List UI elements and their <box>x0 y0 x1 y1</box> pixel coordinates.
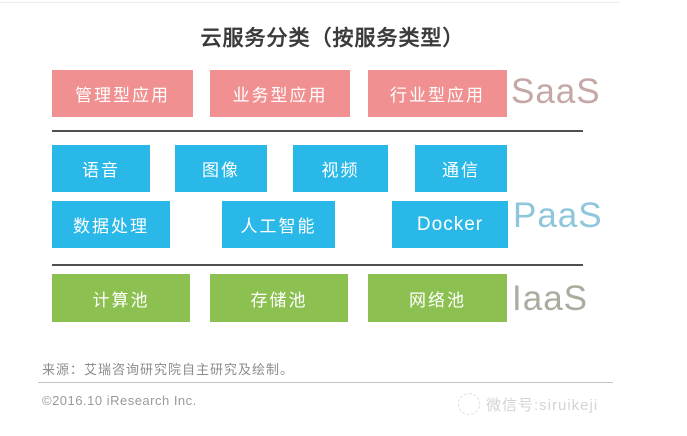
iaas-box-storage-pool: 存储池 <box>210 274 348 322</box>
saas-box-industry-apps: 行业型应用 <box>368 70 507 117</box>
paas-box-communication: 通信 <box>415 145 507 192</box>
wechat-watermark-text: 微信号:siruikeji <box>486 396 599 414</box>
iaas-layer-label: IaaS <box>512 279 588 318</box>
saas-box-business-apps: 业务型应用 <box>210 70 350 117</box>
paas-box-voice: 语音 <box>52 145 150 192</box>
footer-rule <box>38 382 613 383</box>
paas-layer-label: PaaS <box>513 196 603 235</box>
paas-box-data-processing: 数据处理 <box>52 201 170 248</box>
chart-title: 云服务分类（按服务类型） <box>200 27 465 50</box>
source-note: 来源：艾瑞咨询研究院自主研究及绘制。 <box>42 362 295 377</box>
saas-layer-label: SaaS <box>511 72 601 111</box>
paas-box-docker: Docker <box>392 201 508 248</box>
wechat-watermark: 微信号:siruikeji <box>458 393 598 415</box>
paas-box-image: 图像 <box>175 145 267 192</box>
saas-box-managed-apps: 管理型应用 <box>52 70 193 117</box>
paas-box-ai: 人工智能 <box>222 201 335 248</box>
top-border-line <box>0 2 620 3</box>
divider-paas-iaas <box>52 264 583 266</box>
iaas-box-network-pool: 网络池 <box>368 274 507 322</box>
divider-saas-paas <box>52 130 583 132</box>
iaas-box-compute-pool: 计算池 <box>52 274 190 322</box>
wechat-logo-icon <box>458 393 480 415</box>
paas-box-video: 视频 <box>293 145 388 192</box>
copyright: ©2016.10 iResearch Inc. <box>42 393 197 408</box>
